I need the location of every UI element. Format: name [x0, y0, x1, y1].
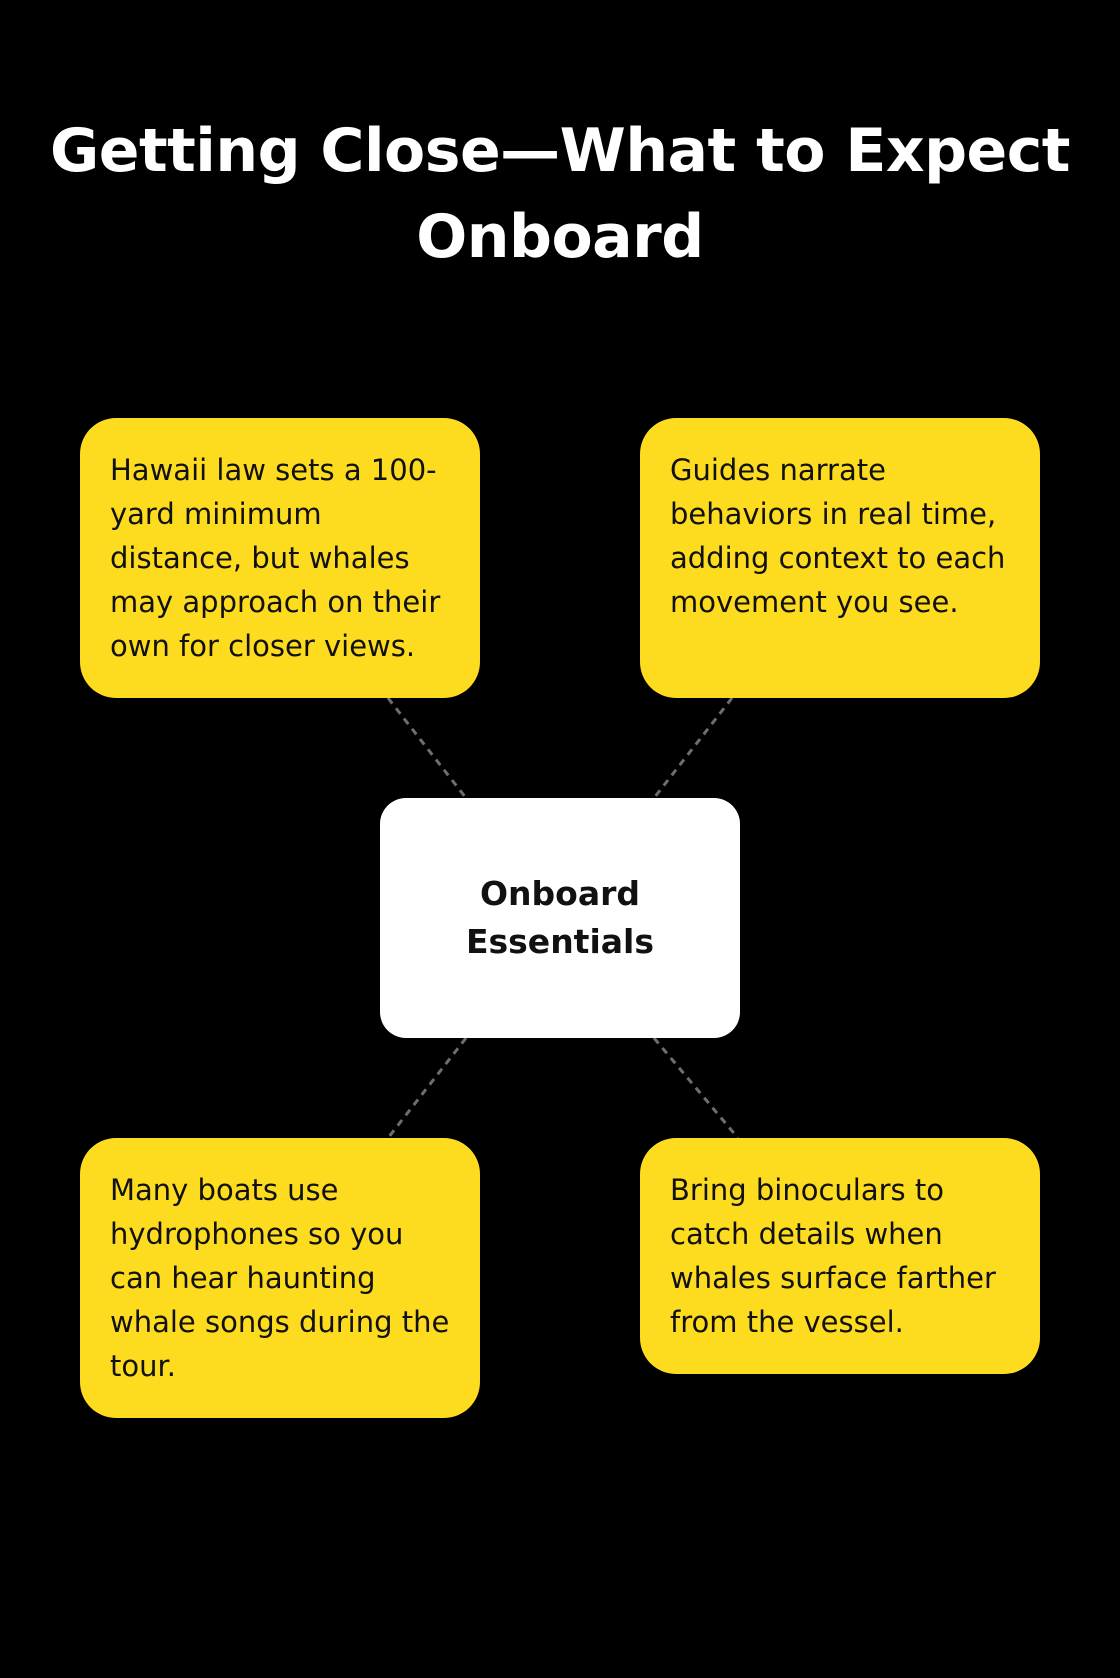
info-card-legal-distance: Hawaii law sets a 100-yard minimum dista…: [80, 418, 480, 698]
connector-top-right: [652, 697, 734, 799]
info-card-hydrophones: Many boats use hydrophones so you can he…: [80, 1138, 480, 1418]
page-title: Getting Close—What to Expect Onboard: [50, 116, 1070, 272]
center-node-label: Onboard Essentials: [465, 874, 654, 961]
info-card-guide-narration: Guides narrate behaviors in real time, a…: [640, 418, 1040, 698]
info-card-text: Guides narrate behaviors in real time, a…: [670, 453, 1006, 619]
center-node: Onboard Essentials: [380, 798, 740, 1038]
info-card-text: Bring binoculars to catch details when w…: [670, 1173, 996, 1339]
info-card-text: Many boats use hydrophones so you can he…: [110, 1173, 450, 1383]
connector-top-left: [386, 697, 468, 799]
connector-bottom-left: [386, 1037, 468, 1139]
connector-bottom-right: [652, 1037, 740, 1139]
info-card-binoculars: Bring binoculars to catch details when w…: [640, 1138, 1040, 1374]
info-card-text: Hawaii law sets a 100-yard minimum dista…: [110, 453, 441, 663]
